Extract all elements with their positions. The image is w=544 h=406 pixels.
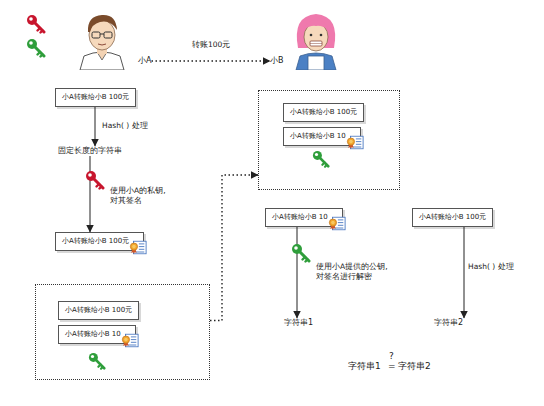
node-text: 小A转账给小B 10 <box>65 330 121 339</box>
hash-string: 固定长度的字符串 <box>58 146 122 156</box>
flow-arrow <box>152 60 271 61</box>
result-string: 字符串2 <box>434 318 463 328</box>
message-box: 小A转账给小B 100元 <box>412 208 493 227</box>
flow-arrow <box>464 227 465 318</box>
message-box: 小A转账给小B 100元 <box>58 301 139 320</box>
received-bundle: 小A转账给小B 100元小A转账给小B 10 <box>258 90 400 190</box>
node-text: 小A转账给小B 100元 <box>65 306 132 315</box>
node-text: 小A转账给小B 10 <box>272 213 328 222</box>
node-text: 小A转账给小B 10 <box>290 132 346 141</box>
flow-arrow <box>210 175 258 321</box>
person-a-figure <box>72 8 132 70</box>
signature-icon <box>328 216 346 231</box>
flow-arrow <box>90 156 91 232</box>
node-text: 小A转账给小B 100元 <box>290 108 357 117</box>
node-text: 字符串1 <box>284 318 313 328</box>
comparison-text: ? <box>389 351 394 362</box>
node-text: 小B <box>270 56 284 66</box>
edge-label: Hash( ) 处理 <box>468 262 514 272</box>
node-text: 小A <box>138 56 151 66</box>
node-text: 固定长度的字符串 <box>58 146 122 156</box>
person-label: 小B <box>270 56 284 66</box>
result-string: 字符串1 <box>284 318 313 328</box>
public-key-icon <box>291 243 311 263</box>
private-key-icon <box>85 170 105 190</box>
person-label: 小A <box>138 56 151 66</box>
edge-label: 转账100元 <box>192 40 230 50</box>
node-text: 小A转账给小B 100元 <box>419 213 486 222</box>
public-key-icon <box>88 352 106 370</box>
node-text: 字符串2 <box>434 318 463 328</box>
comparison-text: 字符串2 <box>398 361 431 372</box>
edge-label: Hash( ) 处理 <box>102 121 148 131</box>
comparison-text: 字符串1 <box>348 361 381 372</box>
flow-arrow <box>297 227 298 318</box>
signed-message-box: 小A转账给小B 10 <box>58 325 136 344</box>
signature-icon <box>346 135 364 150</box>
sent-bundle: 小A转账给小B 100元小A转账给小B 10 <box>35 284 210 380</box>
edge-label: 使用小A提供的公钥, 对签名进行解密 <box>316 262 388 282</box>
public-key-icon <box>26 38 46 58</box>
signature-icon <box>129 240 147 255</box>
node-text: 小A转账给小B 100元 <box>62 237 129 246</box>
signed-message-box: 小A转账给小B 100元 <box>55 232 144 251</box>
message-box: 小A转账给小B 100元 <box>283 103 364 122</box>
person-b-figure <box>288 8 344 70</box>
flow-arrow <box>95 107 96 146</box>
comparison-text: = <box>388 361 396 372</box>
public-key-icon <box>312 150 330 168</box>
message-box: 小A转账给小B 100元 <box>55 88 136 107</box>
signed-message-box: 小A转账给小B 10 <box>283 127 361 146</box>
private-key-icon <box>26 14 46 34</box>
node-text: 小A转账给小B 100元 <box>62 93 129 102</box>
signature-icon <box>121 333 139 348</box>
signed-message-box: 小A转账给小B 10 <box>265 208 343 227</box>
edge-label: 使用小A的私钥, 对其签名 <box>110 186 174 206</box>
